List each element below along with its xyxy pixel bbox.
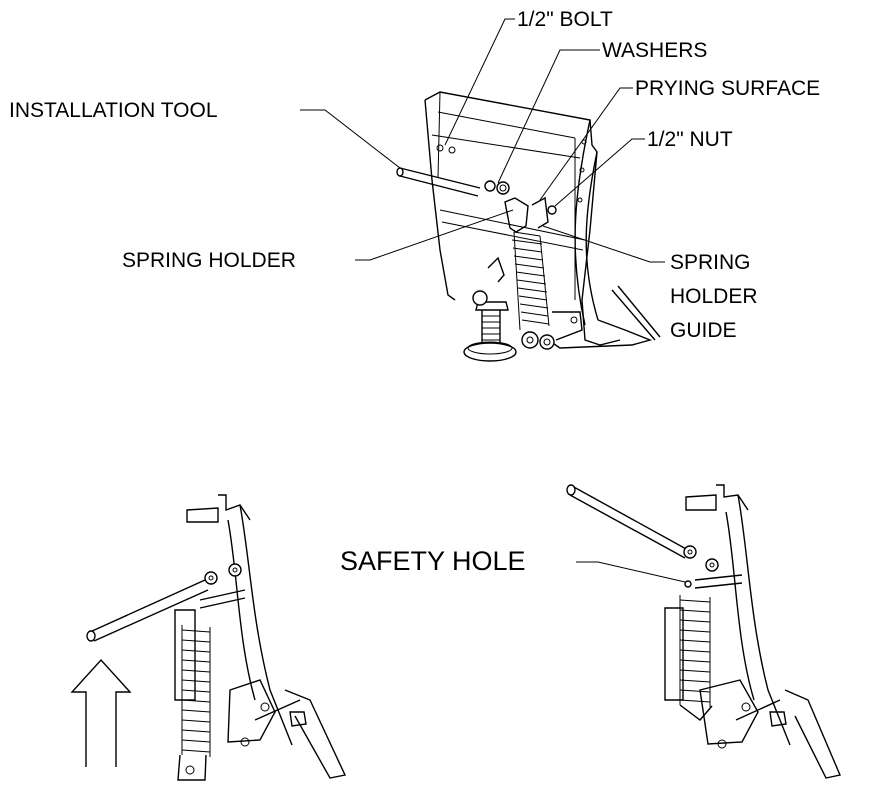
label-bolt: 1/2" BOLT bbox=[517, 8, 613, 31]
top-leader-lines bbox=[300, 18, 665, 263]
label-nut: 1/2" NUT bbox=[647, 128, 733, 151]
label-washers: WASHERS bbox=[602, 39, 707, 62]
label-spring-holder-guide-line3: GUIDE bbox=[670, 319, 737, 342]
label-safety-hole: SAFETY HOLE bbox=[340, 546, 526, 576]
label-prying-surface: PRYING SURFACE bbox=[635, 77, 820, 100]
bottom-left-assembly-drawing bbox=[70, 494, 347, 781]
label-spring-holder: SPRING HOLDER bbox=[122, 249, 296, 272]
bottom-right-assembly-drawing bbox=[566, 484, 841, 779]
label-spring-holder-guide-line1: SPRING bbox=[670, 251, 751, 274]
safety-hole-leader bbox=[576, 561, 686, 583]
label-spring-holder-guide-line2: HOLDER bbox=[670, 285, 758, 308]
top-assembly-drawing bbox=[396, 91, 661, 362]
label-installation-tool: INSTALLATION TOOL bbox=[9, 99, 218, 122]
